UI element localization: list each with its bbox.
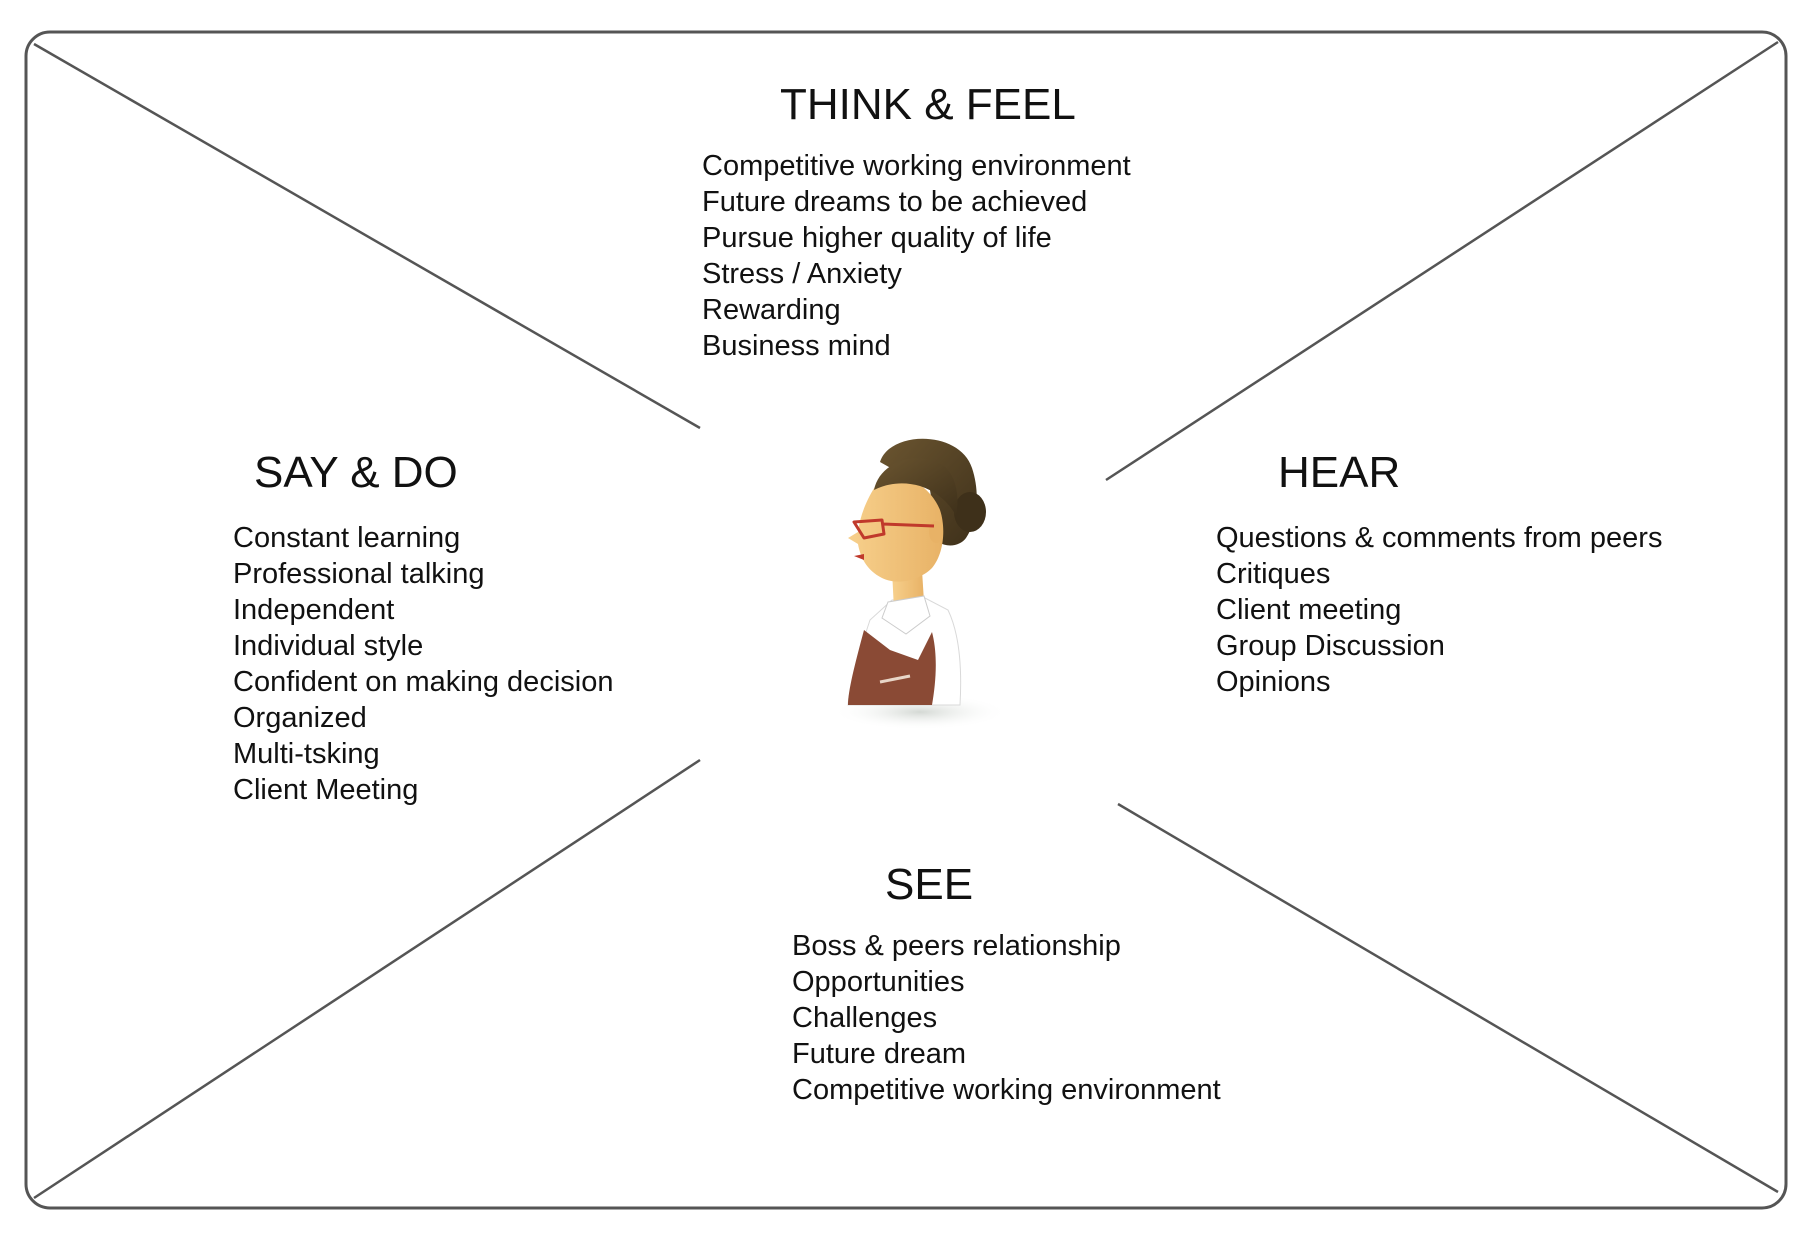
divider-top-right	[1105, 40, 1779, 482]
list-item: Competitive working environment	[792, 1074, 1221, 1106]
list-item: Future dream	[792, 1038, 967, 1070]
divider-top-left	[33, 42, 701, 430]
see-list: Boss & peers relationship Opportunities …	[792, 928, 1221, 1108]
list-item: Business mind	[702, 330, 891, 362]
glasses-frame	[852, 518, 935, 540]
list-item: Constant learning	[233, 522, 461, 554]
lips-shape	[854, 554, 864, 560]
say-do-list: Constant learning Professional talking I…	[233, 520, 613, 808]
list-item: Competitive working environment	[702, 150, 1131, 182]
vest-stripe	[879, 674, 911, 684]
list-item: Rewarding	[702, 294, 841, 326]
list-item: Opinions	[1216, 666, 1331, 698]
ear-shape	[929, 521, 943, 543]
list-item: Organized	[233, 702, 367, 734]
see-heading: SEE	[885, 860, 974, 909]
list-item: Boss & peers relationship	[792, 930, 1121, 962]
list-item: Challenges	[792, 1002, 938, 1034]
think-feel-list: Competitive working environment Future d…	[702, 148, 1131, 364]
collar-shape	[881, 595, 931, 635]
list-item: Future dreams to be achieved	[702, 186, 1088, 218]
list-item: Multi-tsking	[233, 738, 380, 770]
vest-shape	[848, 630, 936, 705]
list-item: Professional talking	[233, 558, 485, 590]
list-item: Opportunities	[792, 966, 965, 998]
divider-bottom-left	[33, 758, 701, 1200]
hair-bun	[954, 492, 986, 532]
hear-list: Questions & comments from peers Critique…	[1216, 520, 1662, 700]
face-shape	[848, 476, 944, 582]
list-item: Client Meeting	[233, 774, 419, 806]
list-item: Pursue higher quality of life	[702, 222, 1052, 254]
woman-persona-icon	[832, 438, 1008, 730]
outer-border	[24, 30, 1788, 1210]
hair-fringe	[874, 458, 958, 516]
list-item: Questions & comments from peers	[1216, 522, 1663, 554]
list-item: Critiques	[1216, 558, 1331, 590]
list-item: Independent	[233, 594, 395, 626]
divider-bottom-right	[1117, 802, 1779, 1194]
think-feel-heading: THINK & FEEL	[780, 80, 1076, 129]
list-item: Individual style	[233, 630, 424, 662]
list-item: Group Discussion	[1216, 630, 1445, 662]
list-item: Confident on making decision	[233, 666, 614, 698]
say-do-heading: SAY & DO	[254, 448, 458, 497]
hear-heading: HEAR	[1278, 448, 1401, 497]
list-item: Client meeting	[1216, 594, 1402, 626]
list-item: Stress / Anxiety	[702, 258, 902, 290]
